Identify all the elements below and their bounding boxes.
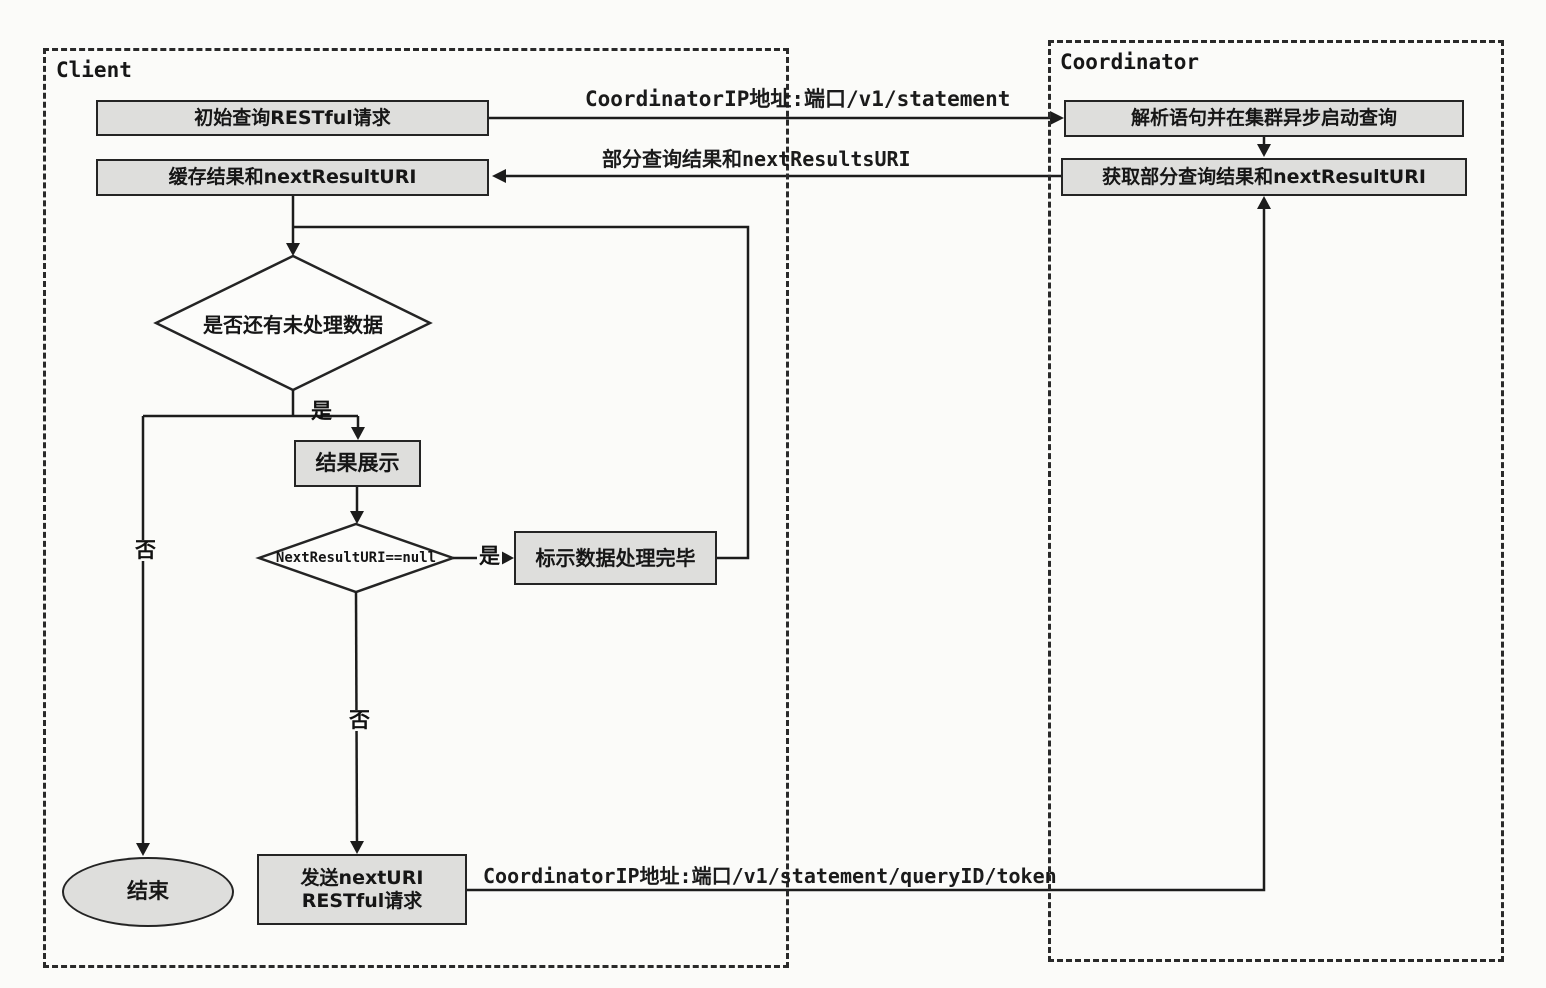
client-lane — [43, 48, 789, 968]
edge-partial-result-to-cache — [492, 169, 1061, 183]
node-initial-query-request: 初始查询RESTful请求 — [96, 100, 489, 136]
branch-label-no-1: 否 — [133, 538, 158, 562]
branch-label-yes-1: 是 — [311, 399, 332, 423]
node-get-partial-result: 获取部分查询结果和nextResultURI — [1061, 158, 1467, 196]
branch-label-no-2: 否 — [347, 708, 372, 732]
client-lane-label: Client — [56, 58, 132, 82]
coordinator-lane-label: Coordinator — [1060, 50, 1200, 74]
edge-label-initial-statement-url: CoordinatorIP地址:端口/v1/statement — [585, 87, 1011, 111]
branch-label-yes-2: 是 — [477, 544, 502, 568]
node-cache-result: 缓存结果和nextResultURI — [96, 159, 489, 196]
send-next-request-line1: 发送nextURI — [300, 866, 424, 889]
edge-cache-to-diamond1 — [286, 196, 300, 256]
edge-initial-request-to-parse — [489, 111, 1064, 125]
node-send-next-request: 发送nextURI RESTful请求 — [257, 854, 467, 925]
node-result-display: 结果展示 — [294, 440, 421, 487]
edge-send-next-to-get-partial — [467, 196, 1271, 892]
diamond-has-unprocessed-data-label: 是否还有未处理数据 — [203, 312, 383, 337]
edge-result-display-to-diamond2 — [350, 487, 364, 524]
coordinator-lane — [1048, 40, 1504, 962]
edge-mark-done-loop-back — [293, 225, 750, 560]
diamond-next-result-null-label: NextResultURI==null — [275, 550, 437, 566]
edge-diamond1-split — [136, 390, 365, 856]
edge-label-partial-results: 部分查询结果和nextResultsURI — [602, 147, 911, 171]
send-next-request-line2: RESTful请求 — [301, 889, 423, 912]
node-parse-statement: 解析语句并在集群异步启动查询 — [1064, 100, 1464, 137]
edge-label-next-token-url: CoordinatorIP地址:端口/v1/statement/queryID/… — [483, 864, 1057, 888]
node-mark-processing-done: 标示数据处理完毕 — [514, 531, 717, 585]
edge-parse-to-get-partial — [1257, 137, 1271, 157]
node-end: 结束 — [62, 857, 234, 927]
